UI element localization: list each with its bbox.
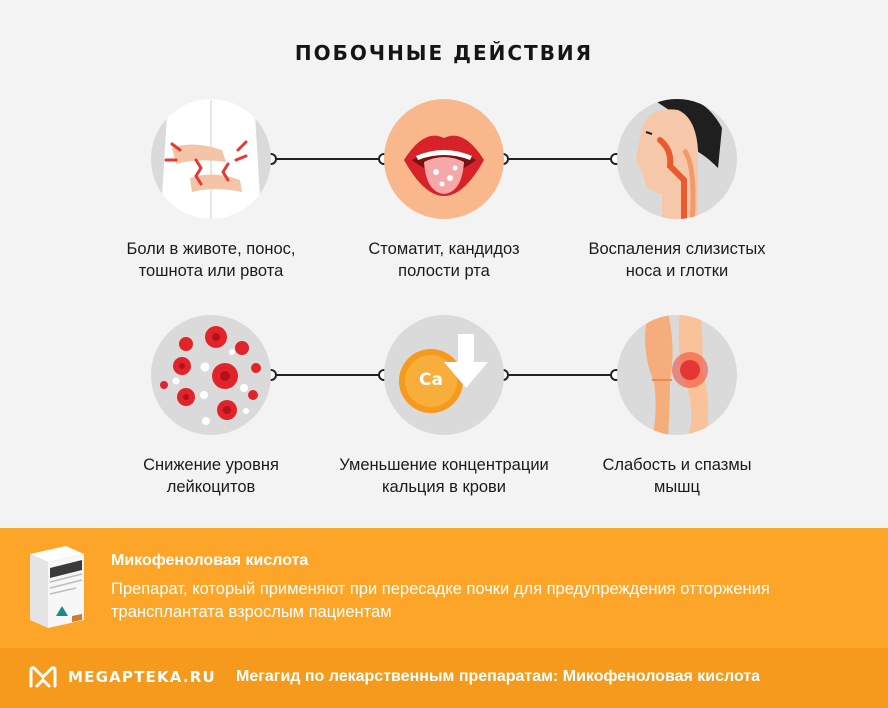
drug-description: Препарат, который применяют при пересадк…	[111, 580, 770, 621]
mouth-icon	[384, 99, 504, 219]
calcium-icon	[384, 315, 504, 435]
megapteka-logo-icon[interactable]	[28, 664, 58, 690]
nose-throat-icon	[617, 99, 737, 219]
caption-muscles: Слабость и спазмы мышц	[602, 456, 752, 496]
leg-muscle-icon	[617, 315, 737, 435]
caption-calcium: Уменьшение концентрации кальция в крови	[339, 456, 549, 496]
drug-info-band	[0, 528, 888, 648]
blood-cells-icon	[151, 315, 271, 435]
stomach-pain-icon	[151, 99, 271, 219]
calcium-label: Ca	[419, 370, 443, 390]
caption-stomach: Боли в животе, понос, тошнота или рвота	[126, 240, 296, 280]
footer-band	[0, 648, 888, 708]
page-title: ПОБОЧНЫЕ ДЕЙСТВИЯ	[294, 41, 594, 65]
effects-graphic	[151, 99, 737, 435]
drug-box-image	[30, 546, 84, 628]
footer-caption: Мегагид по лекарственным препаратам: Мик…	[236, 668, 761, 685]
caption-leukocytes: Снижение уровня лейкоцитов	[143, 456, 279, 496]
caption-mouth: Стоматит, кандидоз полости рта	[368, 240, 520, 280]
megapteka-logo-text[interactable]: MEGAPTEKA.RU	[68, 668, 216, 686]
caption-nose-throat: Воспаления слизистых носа и глотки	[588, 240, 766, 280]
drug-name: Микофеноловая кислота	[111, 552, 309, 569]
